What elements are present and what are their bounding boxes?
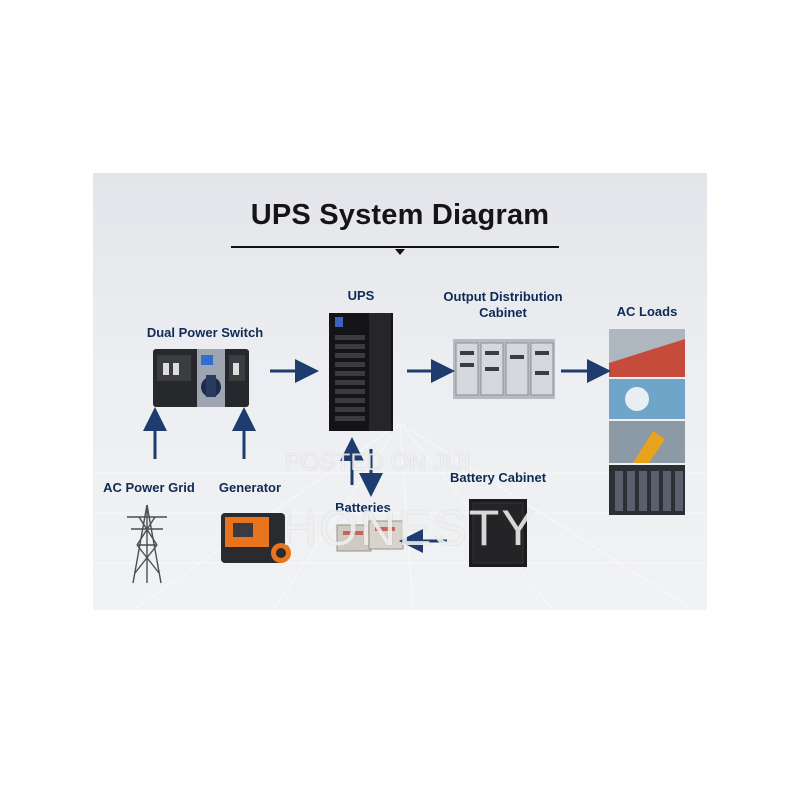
label-output-distribution-line1: Output Distribution	[443, 289, 563, 304]
label-output-distribution-cabinet: Output Distribution Cabinet	[423, 289, 583, 321]
label-ac-loads: AC Loads	[616, 304, 678, 319]
label-ups: UPS	[347, 288, 375, 303]
watermark-line1: POSTED ON JIJI	[285, 449, 471, 476]
title-underline	[231, 246, 559, 255]
transmission-tower-image	[127, 504, 167, 584]
flow-arrows	[143, 359, 611, 553]
ac-loads-images	[609, 329, 685, 515]
diagram-graphics	[93, 246, 707, 610]
dual-power-switch-image	[153, 349, 249, 407]
diagram-panel: UPS System Diagram Dual Power Switch UPS…	[93, 173, 707, 610]
diagram-title: UPS System Diagram	[250, 199, 550, 231]
battery-cabinet-image	[469, 499, 527, 567]
label-ac-power-grid: AC Power Grid	[103, 480, 195, 495]
label-dual-power-switch: Dual Power Switch	[146, 325, 264, 340]
watermark-line2: HONESTY	[281, 500, 537, 556]
batteries-image	[336, 520, 404, 552]
output-distribution-cabinet-image	[453, 339, 555, 399]
label-output-distribution-line2: Cabinet	[479, 305, 527, 320]
label-generator: Generator	[218, 480, 282, 495]
generator-image	[221, 513, 291, 563]
ups-image	[329, 313, 393, 431]
label-batteries: Batteries	[335, 500, 391, 515]
label-battery-cabinet: Battery Cabinet	[449, 470, 547, 485]
